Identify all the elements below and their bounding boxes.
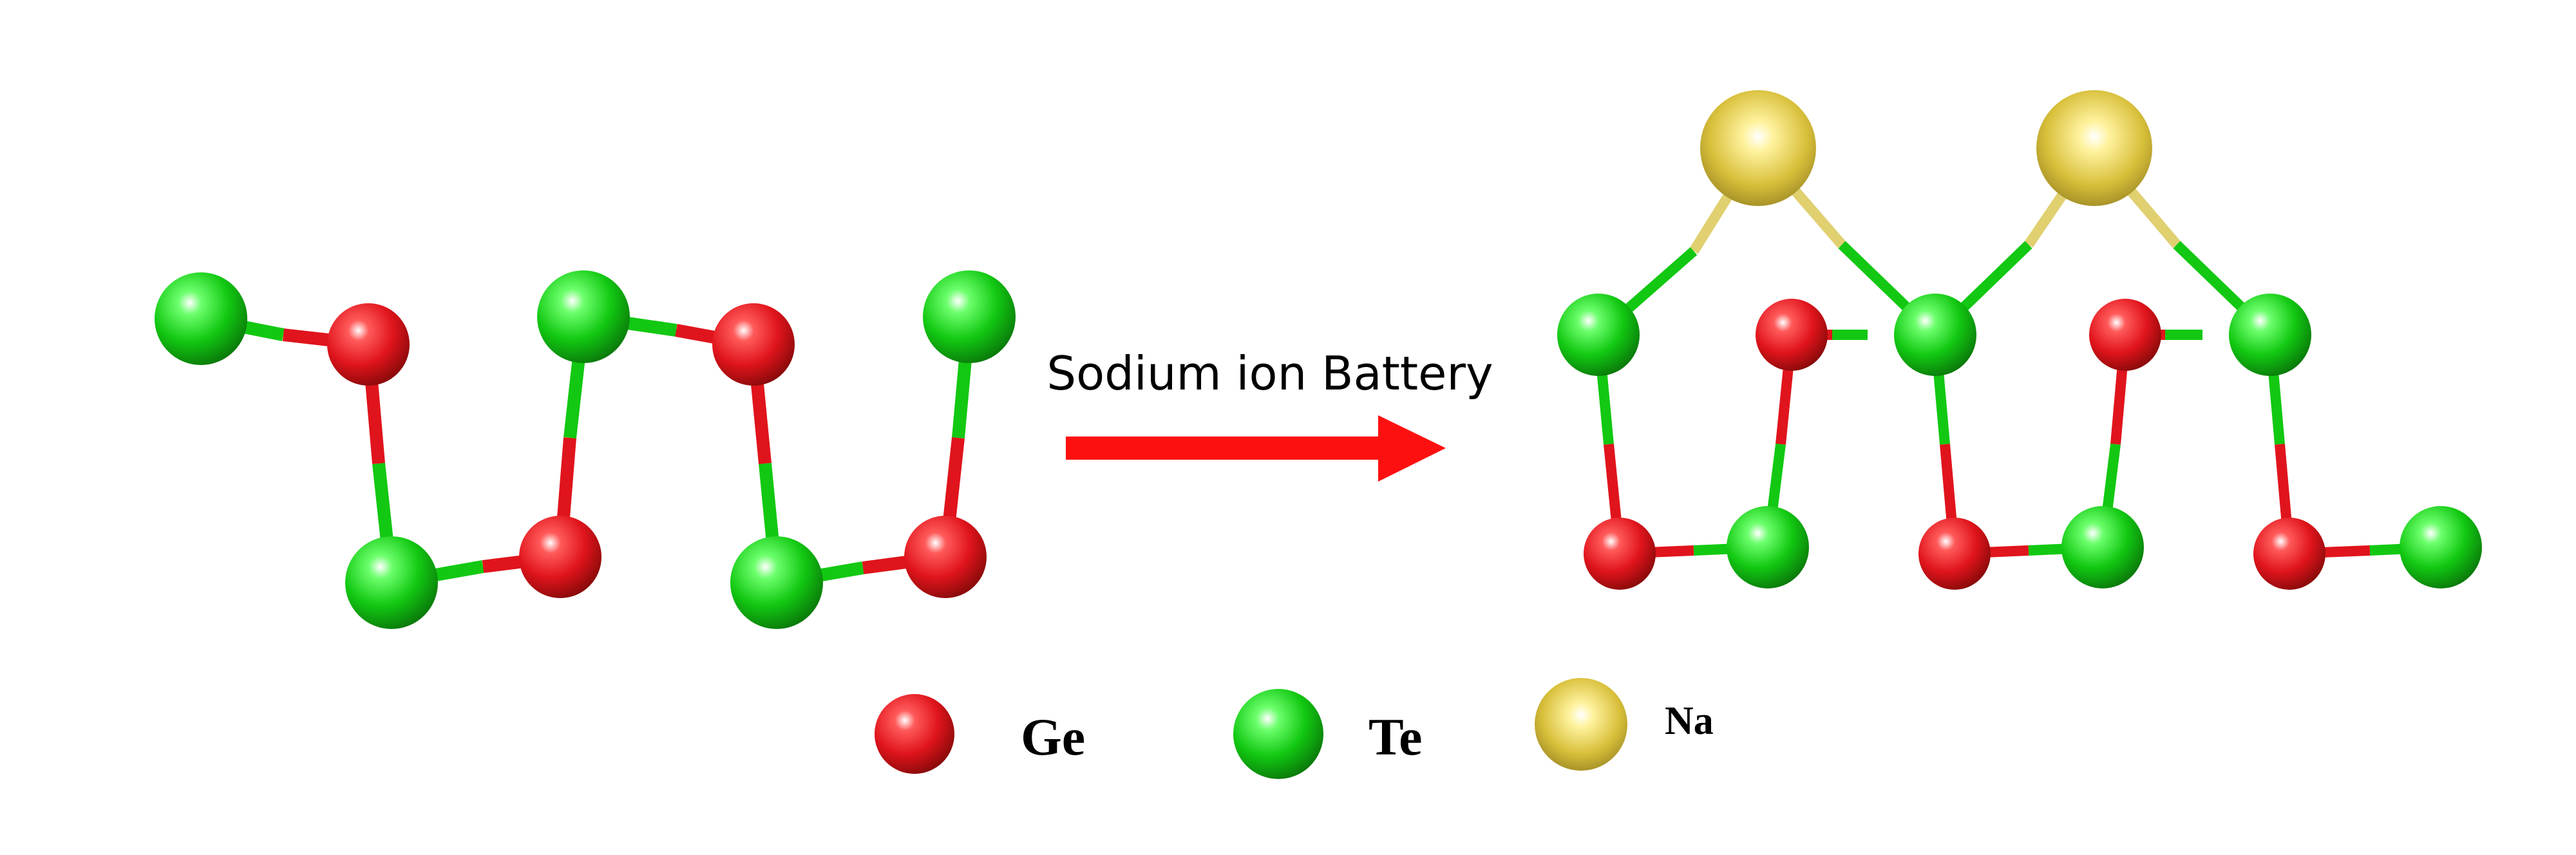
atom-ge [904, 516, 987, 598]
atom-ge [2089, 299, 2161, 371]
legend-item-te: Te [1233, 689, 1423, 779]
legend-label-ge: Ge [1021, 708, 1085, 766]
arrow-label: Sodium ion Battery [1046, 346, 1493, 400]
atom-te [2400, 506, 2482, 588]
atom-ge [1756, 299, 1828, 371]
legend-swatch-te [1233, 689, 1323, 779]
atom-ge [2253, 518, 2325, 590]
legend-label-na: Na [1665, 699, 1714, 743]
legend-swatch-ge [875, 694, 954, 774]
atom-ge [519, 516, 601, 598]
atom-te [2229, 294, 2311, 376]
atom-te [923, 270, 1016, 363]
atom-te [155, 272, 247, 365]
arrow-shaft [1066, 437, 1381, 460]
atom-ge [1584, 518, 1656, 590]
atom-ge [1918, 518, 1991, 590]
atom-ge [712, 303, 795, 386]
legend-item-ge: Ge [875, 694, 1085, 774]
structure-before [155, 270, 1016, 629]
atom-te [345, 536, 438, 629]
legend-item-na: Na [1535, 678, 1714, 771]
atom-na [1700, 90, 1816, 206]
atom-te [1894, 294, 1976, 376]
legend-label-te: Te [1368, 708, 1423, 766]
atom-te [730, 536, 823, 629]
reaction-arrow: Sodium ion Battery [1046, 346, 1493, 482]
atom-te [537, 270, 630, 363]
atom-te [2061, 506, 2144, 588]
atom-te [1557, 294, 1640, 376]
structure-after [1557, 90, 2482, 590]
atom-na [2036, 90, 2152, 206]
atom-te [1727, 506, 1809, 588]
legend-swatch-na [1535, 678, 1627, 771]
atom-ge [327, 303, 410, 386]
legend: Ge Te Na [875, 678, 1714, 779]
arrow-head [1378, 415, 1446, 482]
